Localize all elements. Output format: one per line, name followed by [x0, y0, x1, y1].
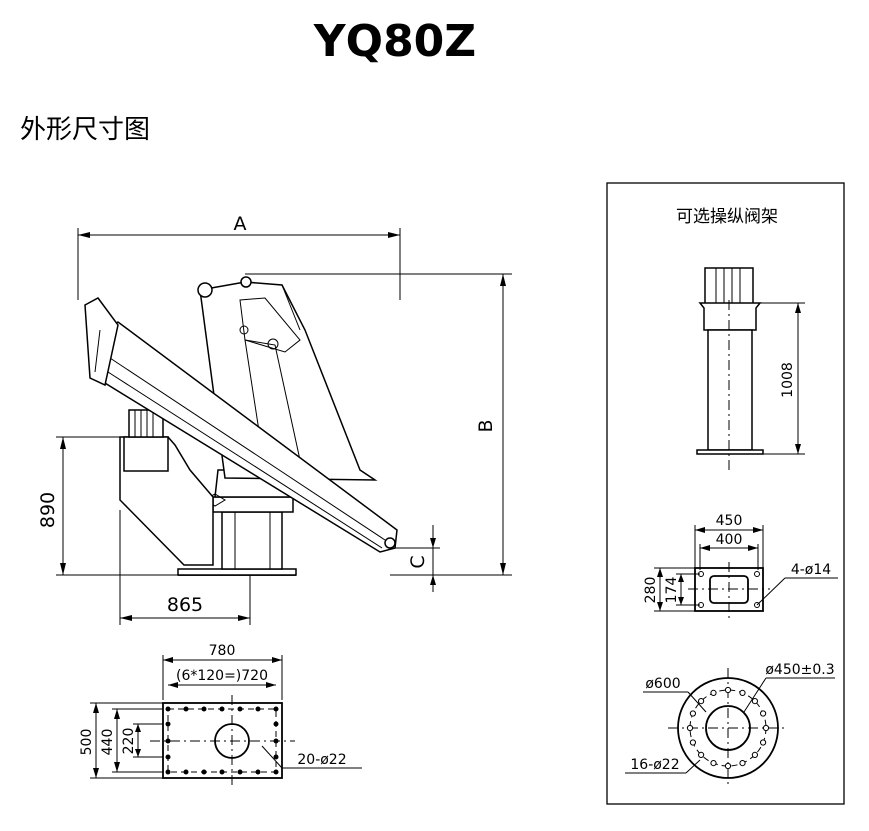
plate-bolt-hole — [237, 706, 243, 712]
flange-bolt-hole — [698, 751, 705, 759]
flange-bolt-hole — [710, 689, 717, 697]
flange-bolt-hole — [762, 724, 770, 732]
flange-bolt-hole — [724, 686, 732, 694]
valve-round-hole-note: 16-ø22 — [630, 757, 679, 773]
flange-bolt-hole — [739, 760, 746, 767]
plate-width-label: 780 — [209, 643, 236, 659]
plate-bolt-row-label: 220 — [121, 728, 137, 755]
plate-bolt-hole — [237, 769, 243, 775]
crane-side-view: A B C 890 865 — [37, 213, 512, 625]
plate-bolt-hole — [165, 754, 171, 760]
flange-bolt-hole — [751, 698, 759, 705]
valve-bore-label: ø450±0.3 — [765, 662, 834, 678]
plate-inner-depth-label: 440 — [100, 729, 116, 756]
flange-bolt-hole — [760, 710, 767, 717]
dim-offset-label: 865 — [167, 594, 203, 616]
flange-bolt-hole — [686, 724, 694, 732]
base-plate-view: 780 (6*120=)720 500 440 220 — [79, 643, 362, 786]
dim-b-label: B — [475, 419, 497, 432]
section-heading: 外形尺寸图 — [20, 115, 150, 145]
valve-square-hole-note: 4-ø14 — [791, 562, 831, 578]
plate-bolt-hole — [165, 738, 171, 744]
valve-depth-inner-label: 174 — [664, 577, 680, 604]
plate-bolt-hole — [255, 706, 261, 712]
plate-bolt-hole — [273, 706, 279, 712]
plate-bolt-hole — [273, 754, 279, 760]
valve-width-outer-label: 450 — [716, 513, 743, 529]
flange-bolt-hole — [710, 760, 717, 767]
flange-bolt-hole — [760, 739, 767, 746]
valve-panel-title: 可选操纵阀架 — [676, 207, 778, 227]
plate-bolt-hole — [219, 769, 225, 775]
flange-bolt-hole — [689, 710, 697, 717]
dim-c-label: C — [407, 555, 429, 568]
model-title: YQ80Z — [313, 16, 476, 67]
plate-bolt-hole — [183, 769, 189, 775]
dim-a-label: A — [234, 213, 247, 235]
plate-bolt-span-label: (6*120=)720 — [176, 668, 268, 684]
plate-bolt-hole — [165, 706, 171, 712]
flange-bolt-hole — [698, 698, 705, 705]
flange-bolt-hole — [689, 739, 697, 746]
valve-width-inner-label: 400 — [716, 532, 743, 548]
dim-height-label: 890 — [37, 492, 59, 528]
plate-depth-label: 500 — [79, 729, 95, 756]
flange-bolt-hole — [724, 762, 732, 770]
valve-height-label: 1008 — [780, 362, 796, 398]
plate-hole-note: 20-ø22 — [297, 752, 346, 768]
plate-bolt-hole — [201, 706, 207, 712]
plate-bolt-hole — [201, 769, 207, 775]
valve-depth-outer-label: 280 — [643, 577, 659, 604]
plate-bolt-hole — [183, 706, 189, 712]
valve-stand-panel: 可选操纵阀架 1008 450 400 — [606, 182, 845, 805]
plate-bolt-hole — [165, 721, 171, 727]
plate-bolt-hole — [273, 721, 279, 727]
plate-bolt-hole — [273, 738, 279, 744]
valve-pcd-label: ø600 — [645, 676, 680, 692]
plate-bolt-hole — [255, 769, 261, 775]
plate-bolt-hole — [165, 769, 171, 775]
flange-bolt-hole — [739, 689, 746, 697]
plate-bolt-hole — [219, 706, 225, 712]
plate-bolt-hole — [273, 769, 279, 775]
flange-bolt-hole — [751, 751, 759, 759]
